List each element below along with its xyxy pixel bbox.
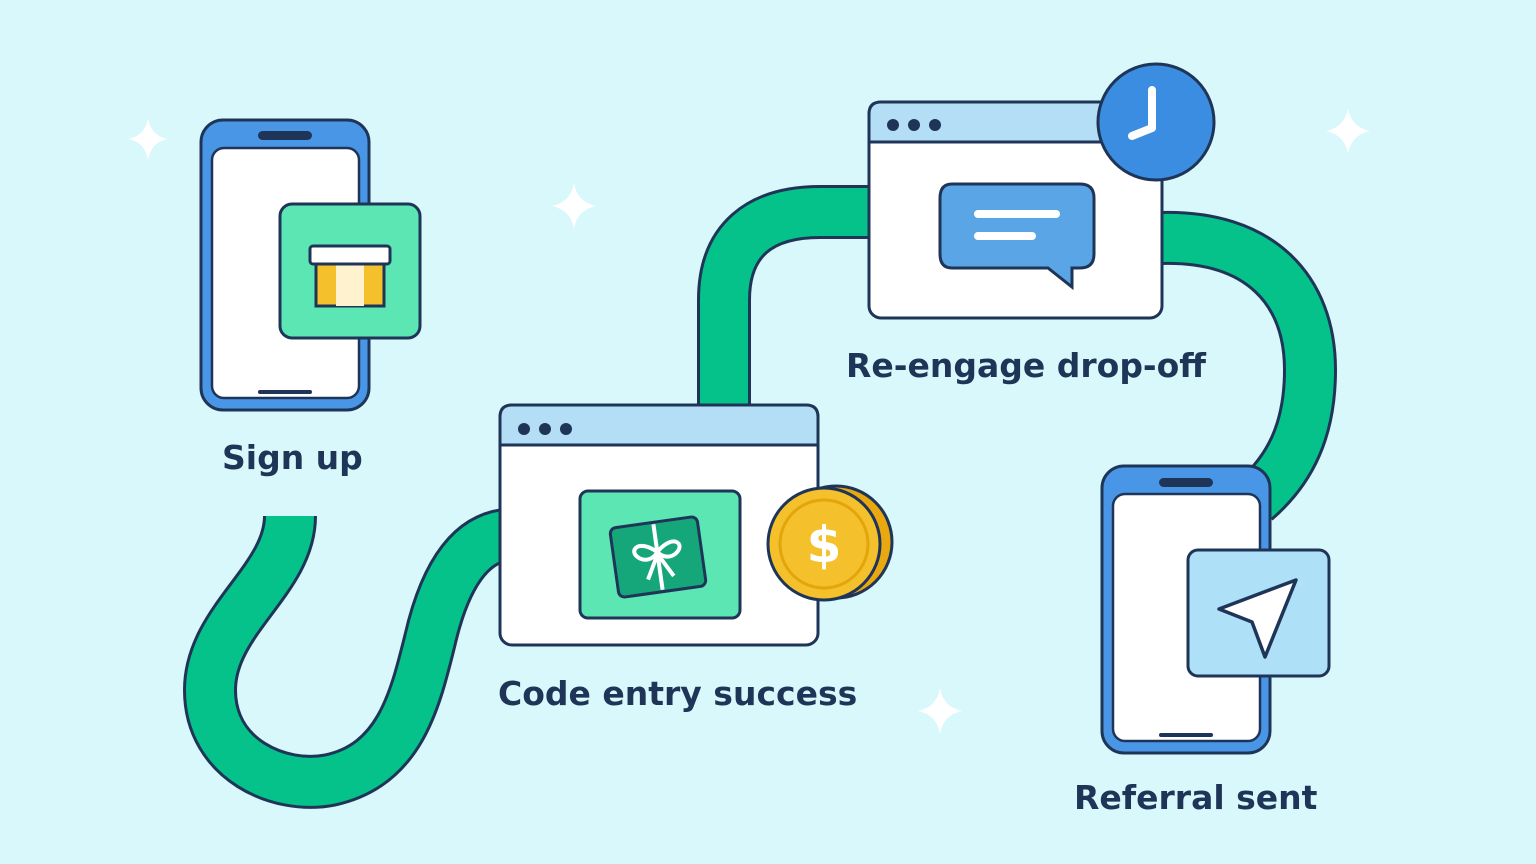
code-entry-browser: $ [498, 403, 894, 647]
step-label-re-engage: Re-engage drop-off [846, 346, 1207, 385]
gift-card-icon [578, 489, 742, 620]
gift-box-icon [278, 202, 422, 340]
re-engage-browser [867, 62, 1216, 320]
dollar-coin-icon: $ [766, 484, 894, 602]
svg-text:$: $ [807, 516, 842, 574]
step-label-sign-up: Sign up [222, 438, 363, 477]
referral-phone [1100, 464, 1331, 755]
connector-path-3 [1159, 210, 1338, 521]
send-arrow-icon [1186, 548, 1331, 678]
sparkle-icon [918, 688, 962, 734]
sparkle-icon [552, 183, 596, 229]
chat-bubble-icon [938, 182, 1096, 291]
step-label-referral: Referral sent [1074, 778, 1318, 817]
sparkle-icon [128, 118, 168, 160]
clock-icon [1096, 62, 1216, 182]
signup-phone [199, 118, 422, 412]
connector-path-2 [697, 185, 872, 408]
sparkle-icon [1326, 108, 1370, 154]
connector-path-1 [182, 508, 511, 809]
step-label-code-entry: Code entry success [498, 674, 858, 713]
